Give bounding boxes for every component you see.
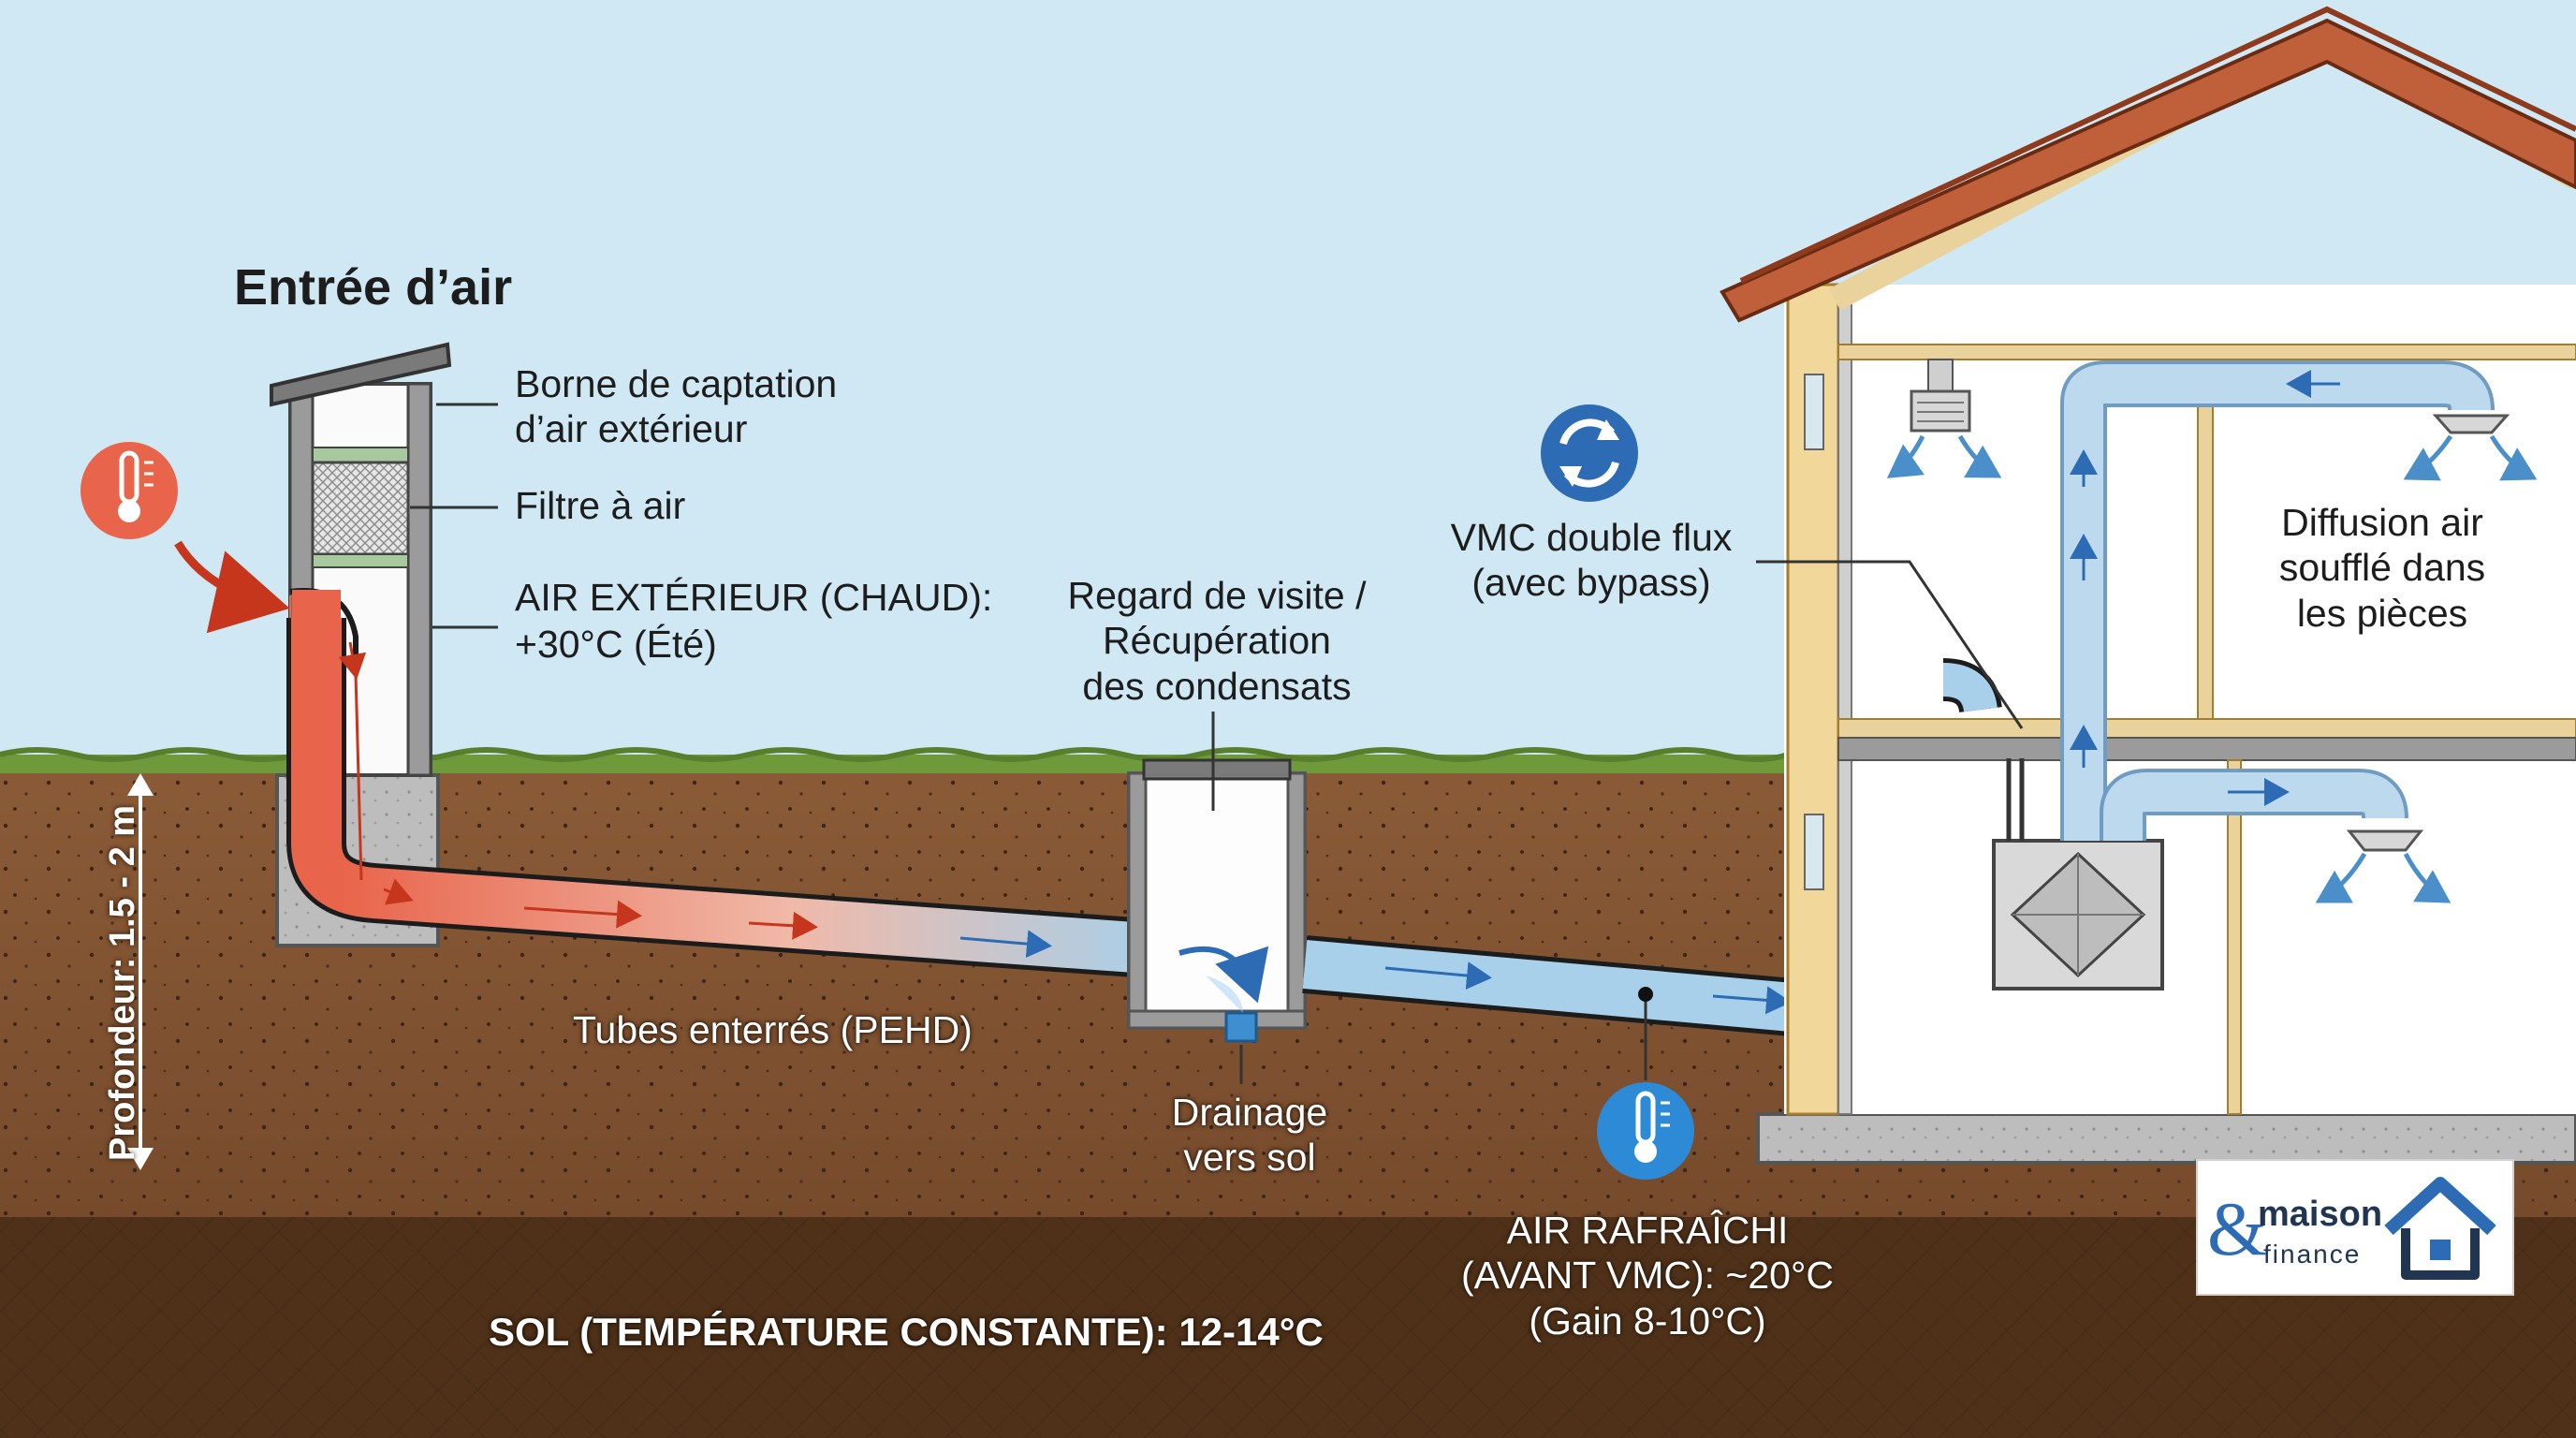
house-slab [1756, 1112, 2576, 1165]
chamber-body [1127, 771, 1307, 1030]
logo-word-finance: finance [2263, 1240, 2362, 1269]
intake-air-arrow [174, 540, 290, 634]
condensate-drain [1224, 1011, 1258, 1043]
chamber-lid [1142, 758, 1292, 781]
depth-label: Profondeur: 1.5 - 2 m [103, 804, 142, 1161]
outdoor-air-line2: +30°C (Été) [515, 623, 717, 666]
intake-borne-line1: Borne de captation [515, 362, 838, 405]
cooled-air-label: AIR RAFRAÎCHI (AVANT VMC): ~20°C (Gain 8… [1432, 1208, 1863, 1343]
supply-duct-lower [2103, 772, 2405, 841]
diffuser-upper-left [1910, 359, 1971, 433]
leader-vmc [1756, 560, 2024, 729]
air-filter [311, 461, 410, 556]
brand-logo: & maison finance [2196, 1159, 2514, 1296]
ceiling-beam [1837, 344, 2576, 360]
intake-hot-mouth [292, 590, 341, 627]
floor-joist [1837, 718, 2576, 739]
intake-wall-right [406, 382, 432, 777]
house-icon [2384, 1177, 2496, 1280]
filter-frame-bottom [312, 553, 409, 568]
condensate-flow-arrow [1178, 946, 1269, 1004]
cooled-air-line1: AIR RAFRAÎCHI [1506, 1209, 1789, 1252]
cooled-air-line2: (AVANT VMC): ~20°C [1460, 1254, 1834, 1298]
deep-soil-hatch-cross [0, 1217, 2576, 1438]
drainage-line1: Drainage [1171, 1091, 1328, 1134]
house-window [1804, 374, 1824, 450]
inspection-line3: des condensats [1082, 664, 1352, 708]
interior-stud-lower [2227, 759, 2242, 1115]
supply-duct-upper [2064, 364, 2491, 841]
logo-ampersand: & [2207, 1186, 2267, 1271]
inspection-label: Regard de visite / Récupération des cond… [1039, 573, 1395, 709]
diffusion-label: Diffusion air soufflé dans les pièces [2228, 500, 2537, 636]
house-wall-inner [1837, 284, 1852, 1115]
diffusion-line3: les pièces [2296, 591, 2468, 635]
filter-frame-top [312, 447, 409, 463]
soil-temperature-label: SOL (TEMPÉRATURE CONSTANTE): 12-14°C [489, 1310, 1324, 1354]
chamber-wall-right [1286, 771, 1307, 1030]
intake-roof [270, 342, 452, 407]
grass-line [0, 755, 1788, 773]
diffusion-line2: soufflé dans [2278, 546, 2486, 590]
house-window-lower [1804, 814, 1824, 890]
vmc-line2: (avec bypass) [1471, 561, 1711, 605]
cooled-air-line3: (Gain 8-10°C) [1529, 1299, 1766, 1343]
logo-word-maison: maison [2258, 1195, 2383, 1234]
inspection-line1: Regard de visite / [1067, 574, 1367, 617]
inspection-chamber [1127, 758, 1307, 1043]
thermometer-icon [1597, 1082, 1694, 1180]
buried-pipe-warm [291, 618, 1163, 975]
depth-arrow-top [127, 773, 154, 796]
chamber-wall-left [1127, 771, 1148, 1030]
vmc-unit [1992, 758, 2164, 990]
roof [1720, 18, 2576, 323]
interior-stud-upper [2197, 359, 2214, 720]
vmc-label: VMC double flux (avec bypass) [1432, 515, 1750, 606]
diffusion-line1: Diffusion air [2281, 501, 2483, 544]
diffuser-upper-right [2432, 414, 2510, 434]
air-filter-label: Filtre à air [515, 484, 686, 527]
temperature-probe [1638, 987, 1653, 1002]
air-intake-title: Entrée d’air [234, 259, 513, 315]
floor-slab [1837, 737, 2576, 761]
drainage-label: Drainage vers sol [1114, 1090, 1385, 1181]
recycle-arrows-icon [1541, 404, 1638, 502]
buried-tubes-label: Tubes enterrés (PEHD) [573, 1008, 973, 1051]
outdoor-air-line1: AIR EXTÉRIEUR (CHAUD): [515, 576, 993, 619]
depth-arrow-bottom [127, 1148, 154, 1170]
drainage-line2: vers sol [1183, 1136, 1316, 1180]
intake-borne-line2: d’air extérieur [515, 407, 748, 450]
chamber-floor [1127, 1009, 1307, 1030]
diffuser-lower [2346, 829, 2424, 852]
thermometer-icon [80, 442, 178, 539]
vmc-line1: VMC double flux [1450, 516, 1733, 559]
inspection-line2: Récupération [1103, 619, 1331, 663]
